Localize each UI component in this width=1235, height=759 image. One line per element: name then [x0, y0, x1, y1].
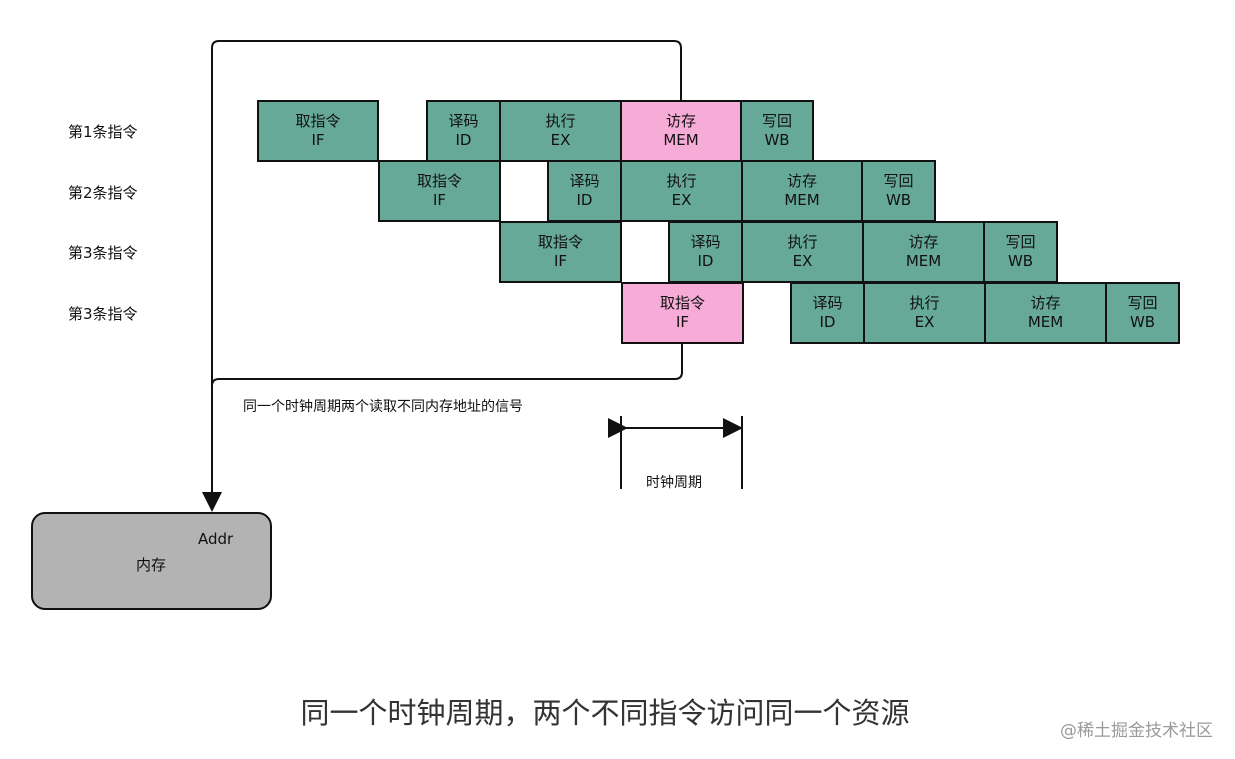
- stage-name: 访存: [908, 233, 939, 251]
- stage-code: EX: [792, 252, 813, 270]
- row4-stage-ex: 执行 EX: [863, 282, 986, 344]
- stage-name: 译码: [448, 112, 479, 130]
- row3-stage-mem: 访存 MEM: [862, 221, 985, 283]
- stage-code: MEM: [663, 131, 699, 149]
- figure-caption: 同一个时钟周期，两个不同指令访问同一个资源: [300, 696, 910, 730]
- row4-stage-id: 译码 ID: [790, 282, 865, 344]
- stage-name: 取指令: [537, 233, 583, 251]
- row3-stage-wb: 写回 WB: [983, 221, 1058, 283]
- row1-stage-ex: 执行 EX: [499, 100, 622, 162]
- stage-name: 译码: [690, 233, 721, 251]
- row3-stage-id: 译码 ID: [668, 221, 743, 283]
- stage-code: ID: [576, 191, 593, 209]
- stage-code: MEM: [784, 191, 820, 209]
- row3-stage-if: 取指令 IF: [499, 221, 622, 283]
- stage-name: 写回: [883, 172, 914, 190]
- stage-name: 取指令: [416, 172, 462, 190]
- row2-stage-mem: 访存 MEM: [741, 160, 863, 222]
- stage-name: 译码: [812, 294, 843, 312]
- row2-stage-ex: 执行 EX: [620, 160, 743, 222]
- stage-code: EX: [550, 131, 571, 149]
- stage-code: IF: [432, 191, 447, 209]
- stage-name: 执行: [787, 233, 818, 251]
- stage-code: WB: [764, 131, 790, 149]
- row4-stage-mem: 访存 MEM: [984, 282, 1107, 344]
- memory-addr-label: Addr: [198, 530, 234, 548]
- clock-cycle-label: 时钟周期: [646, 475, 702, 491]
- stage-name: 执行: [909, 294, 940, 312]
- stage-name: 译码: [569, 172, 600, 190]
- stage-code: MEM: [905, 252, 942, 270]
- stage-code: IF: [311, 131, 325, 149]
- instruction-label-3: 第3条指令: [68, 244, 138, 262]
- mem-access-line-2: [211, 344, 683, 387]
- row1-stage-id: 译码 ID: [426, 100, 501, 162]
- stage-code: WB: [885, 191, 912, 209]
- stage-name: 写回: [1127, 294, 1158, 312]
- watermark: @稀土掘金技术社区: [1060, 721, 1213, 741]
- row3-stage-ex: 执行 EX: [741, 221, 864, 283]
- stage-code: WB: [1129, 313, 1156, 331]
- row1-stage-if: 取指令 IF: [257, 100, 379, 162]
- stage-code: ID: [697, 252, 714, 270]
- row4-stage-wb: 写回 WB: [1105, 282, 1180, 344]
- instruction-label-2: 第2条指令: [68, 184, 138, 202]
- stage-name: 取指令: [295, 112, 341, 130]
- memory-label: 内存: [136, 556, 167, 574]
- row2-stage-wb: 写回 WB: [861, 160, 936, 222]
- stage-name: 访存: [665, 112, 696, 130]
- stage-name: 写回: [1005, 233, 1036, 251]
- stage-code: MEM: [1027, 313, 1064, 331]
- stage-code: WB: [1007, 252, 1034, 270]
- row1-stage-mem: 访存 MEM: [620, 100, 742, 162]
- stage-name: 执行: [666, 172, 697, 190]
- stage-code: IF: [553, 252, 568, 270]
- row1-stage-wb: 写回 WB: [740, 100, 814, 162]
- stage-code: EX: [914, 313, 935, 331]
- row2-stage-id: 译码 ID: [547, 160, 622, 222]
- stage-code: IF: [675, 313, 690, 331]
- stage-name: 执行: [545, 112, 576, 130]
- stage-name: 写回: [761, 112, 792, 130]
- stage-code: ID: [455, 131, 472, 149]
- stage-name: 访存: [1030, 294, 1061, 312]
- instruction-label-1: 第1条指令: [68, 123, 138, 141]
- memory-block: Addr 内存: [31, 512, 272, 610]
- stage-name: 访存: [786, 172, 817, 190]
- row4-stage-if: 取指令 IF: [621, 282, 744, 344]
- instruction-label-4: 第3条指令: [68, 305, 138, 323]
- row2-stage-if: 取指令 IF: [378, 160, 501, 222]
- conflict-note: 同一个时钟周期两个读取不同内存地址的信号: [243, 399, 523, 415]
- stage-code: EX: [671, 191, 692, 209]
- mem-access-line-1: [202, 40, 682, 512]
- stage-code: ID: [819, 313, 836, 331]
- stage-name: 取指令: [659, 294, 705, 312]
